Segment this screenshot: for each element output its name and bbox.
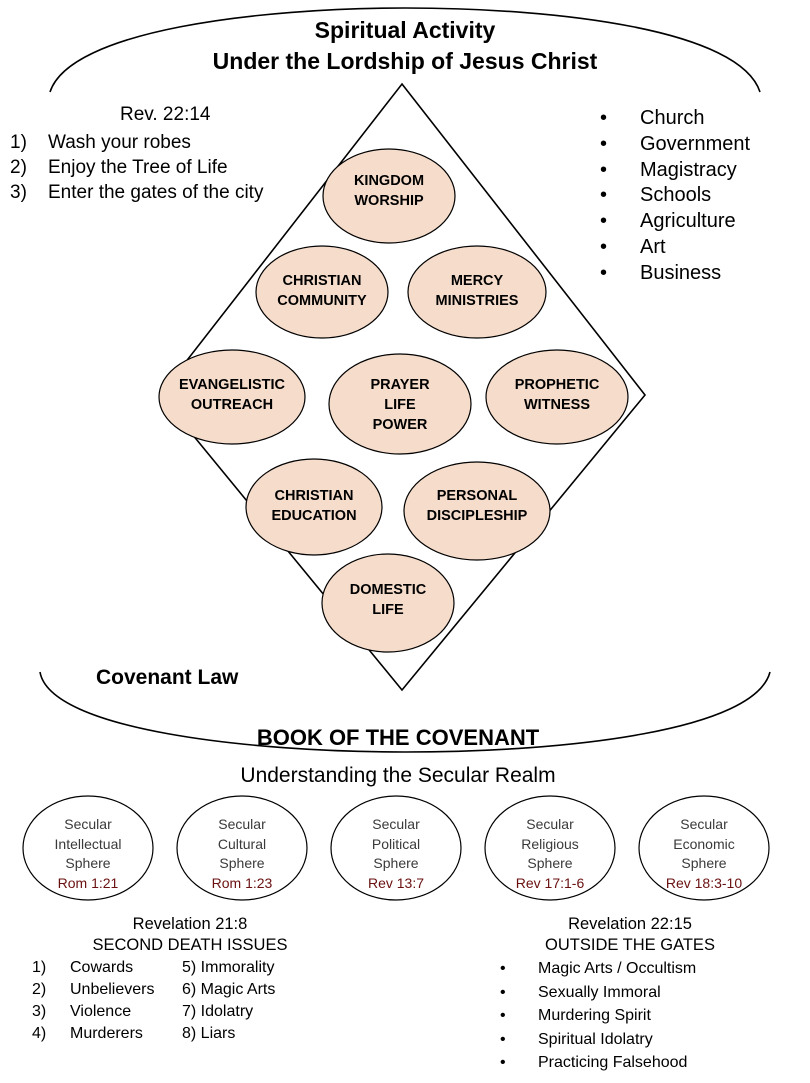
activity-ellipses [158, 148, 629, 653]
outside-item: Sexually Immoral [500, 981, 696, 1005]
ellipse-christian-community [255, 245, 389, 339]
outside-gates-list: Magic Arts / Occultism Sexually Immoral … [500, 957, 696, 1075]
ellipse-prophetic-witness [485, 349, 629, 445]
ellipse-evangelistic-outreach [158, 349, 306, 445]
sphere-item: Magistracy [600, 158, 750, 184]
ellipse-kingdom-worship [322, 148, 456, 244]
book-of-covenant-title: BOOK OF THE COVENANT [256, 725, 540, 750]
outside-item: Spiritual Idolatry [500, 1028, 696, 1052]
rev-22-14-list: 1)Wash your robes 2)Enjoy the Tree of Li… [10, 130, 263, 205]
bottom-arc [39, 671, 771, 753]
sphere-item: Business [600, 261, 750, 287]
circle-intellectual [22, 795, 154, 901]
rev-item: 1)Wash your robes [10, 132, 191, 153]
sphere-item: Government [600, 132, 750, 158]
rev-item: 3)Enter the gates of the city [10, 182, 264, 203]
outside-item: Practicing Falsehood [500, 1051, 696, 1075]
title-line-1: Spiritual Activity [314, 17, 496, 43]
sphere-item: Schools [600, 183, 750, 209]
sphere-item: Church [600, 106, 750, 132]
second-death-heading: Revelation 21:8 SECOND DEATH ISSUES [92, 915, 288, 954]
sphere-item: Art [600, 235, 750, 261]
top-arc [49, 7, 761, 93]
ellipse-christian-education [245, 458, 383, 556]
rev-22-14-heading: Rev. 22:14 [120, 104, 211, 125]
circle-cultural [176, 795, 308, 901]
outside-item: Magic Arts / Occultism [500, 957, 696, 981]
title-line-2: Under the Lordship of Jesus Christ [212, 48, 598, 74]
circle-religious [484, 795, 616, 901]
circle-economic [638, 795, 770, 901]
covenant-law-label: Covenant Law [96, 666, 239, 689]
rev-item: 2)Enjoy the Tree of Life [10, 157, 228, 178]
ellipse-mercy-ministries [407, 245, 547, 339]
spheres-list: Church Government Magistracy Schools Agr… [600, 106, 750, 287]
ellipse-personal-discipleship [403, 461, 551, 561]
outside-item: Murdering Spirit [500, 1004, 696, 1028]
secular-heading: Understanding the Secular Realm [240, 764, 556, 787]
secular-circles [22, 795, 770, 901]
outside-gates-heading: Revelation 22:15 OUTSIDE THE GATES [545, 915, 715, 954]
circle-political [330, 795, 462, 901]
sphere-item: Agriculture [600, 209, 750, 235]
ellipse-prayer-life-power [328, 353, 472, 455]
ellipse-domestic-life [321, 553, 455, 653]
